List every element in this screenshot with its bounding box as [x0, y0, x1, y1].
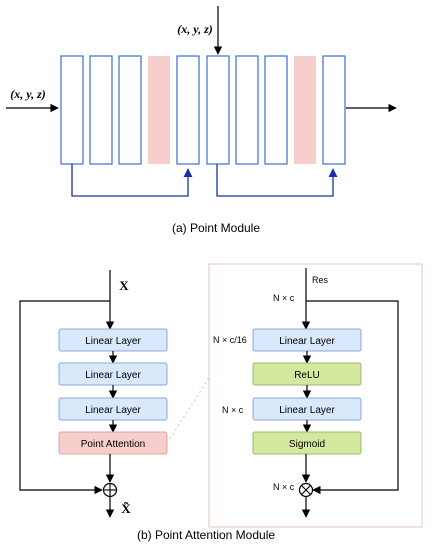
detail-layer-1-label: Linear Layer — [279, 336, 335, 347]
residual-path — [19, 300, 110, 495]
pa-layer-2-label: Linear Layer — [85, 370, 141, 381]
layer-block — [264, 55, 288, 165]
detail-layer-1: Linear Layer — [252, 328, 362, 352]
dim-label-4: N × c — [273, 482, 295, 492]
pa-point-attention-label: Point Attention — [81, 439, 146, 450]
pa-layer-2: Linear Layer — [58, 362, 168, 386]
layer-block — [176, 55, 200, 165]
multiply-node — [298, 482, 314, 498]
attention-block — [148, 56, 170, 164]
input-label-left: (x, y, z) — [10, 87, 46, 101]
point-attention-module: X Linear Layer Linear Layer Linear Layer… — [19, 270, 275, 542]
module-blocks — [60, 55, 346, 165]
pa-point-attention: Point Attention — [58, 431, 168, 455]
detail-residual-path — [306, 300, 399, 495]
sum-node — [102, 482, 118, 498]
pa-layer-1-label: Linear Layer — [85, 336, 141, 347]
detail-connector — [166, 377, 210, 444]
output-x-tilde-label: X̃ — [121, 501, 131, 516]
dim-label-3: N × c — [222, 405, 244, 415]
res-label: Res — [312, 275, 329, 285]
detail-layer-3-label: Linear Layer — [279, 405, 335, 416]
pa-layer-3-label: Linear Layer — [85, 405, 141, 416]
attention-block — [294, 56, 316, 164]
detail-layer-3: Linear Layer — [252, 397, 362, 421]
detail-panel-border — [208, 263, 423, 528]
dim-label-2: N × c/16 — [213, 335, 247, 345]
skip-connection-1 — [71, 164, 193, 197]
layer-block — [235, 55, 259, 165]
layer-block — [322, 55, 346, 165]
point-module-caption: (a) Point Module — [172, 221, 260, 235]
detail-relu-label: ReLU — [294, 370, 320, 381]
layer-block — [206, 55, 230, 165]
point-module: (x, y, z) (x, y, z) (a) Point Module — [6, 6, 397, 235]
detail-relu: ReLU — [252, 362, 362, 386]
pa-layer-1: Linear Layer — [58, 328, 168, 352]
input-x-label: X — [119, 278, 129, 293]
dim-label-1: N × c — [273, 293, 295, 303]
detail-sigmoid-label: Sigmoid — [289, 439, 325, 450]
layer-block — [60, 55, 84, 165]
skip-connection-2 — [216, 164, 338, 197]
layer-block — [118, 55, 142, 165]
layer-block — [89, 55, 113, 165]
detail-sigmoid: Sigmoid — [252, 431, 362, 455]
point-attention-caption: (b) Point Attention Module — [137, 528, 275, 542]
attention-detail-panel: Res N × c N × c/16 N × c N × c Linear La… — [208, 263, 423, 528]
input-label-top: (x, y, z) — [177, 22, 213, 36]
pa-layer-3: Linear Layer — [58, 397, 168, 421]
